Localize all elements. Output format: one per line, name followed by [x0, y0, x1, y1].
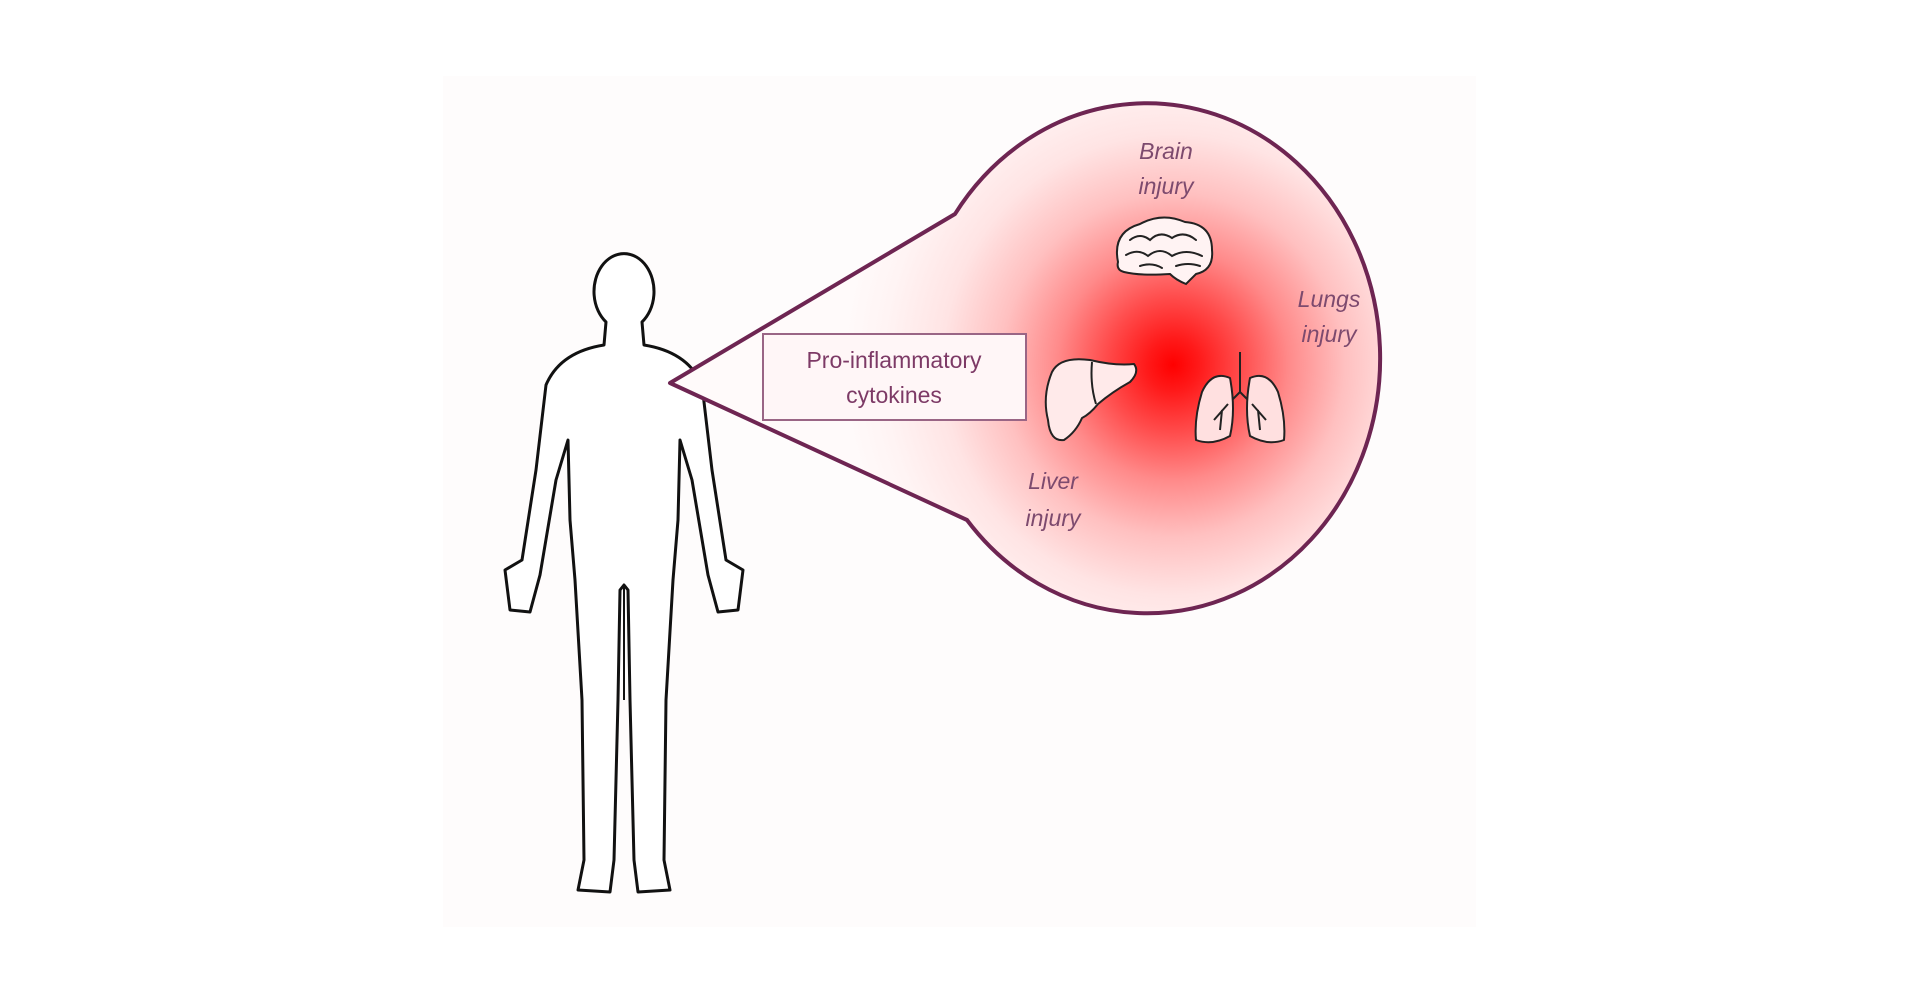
cytokines-label-line1: Pro-inflammatory	[806, 347, 982, 373]
liver-label-line1: Liver	[1028, 468, 1079, 494]
liver-label-line2: injury	[1026, 505, 1082, 531]
brain-label-line1: Brain	[1139, 138, 1193, 164]
human-body-outline-icon	[503, 252, 745, 894]
lungs-label-line1: Lungs	[1298, 286, 1361, 312]
brain-icon	[1116, 216, 1214, 286]
cytokines-label-line2: cytokines	[846, 382, 942, 408]
liver-icon	[1044, 358, 1138, 442]
lungs-icon	[1194, 352, 1286, 444]
cytokines-box: Pro-inflammatory cytokines	[762, 333, 1027, 421]
brain-label-line2: injury	[1139, 173, 1195, 199]
lungs-label-line2: injury	[1302, 321, 1358, 347]
